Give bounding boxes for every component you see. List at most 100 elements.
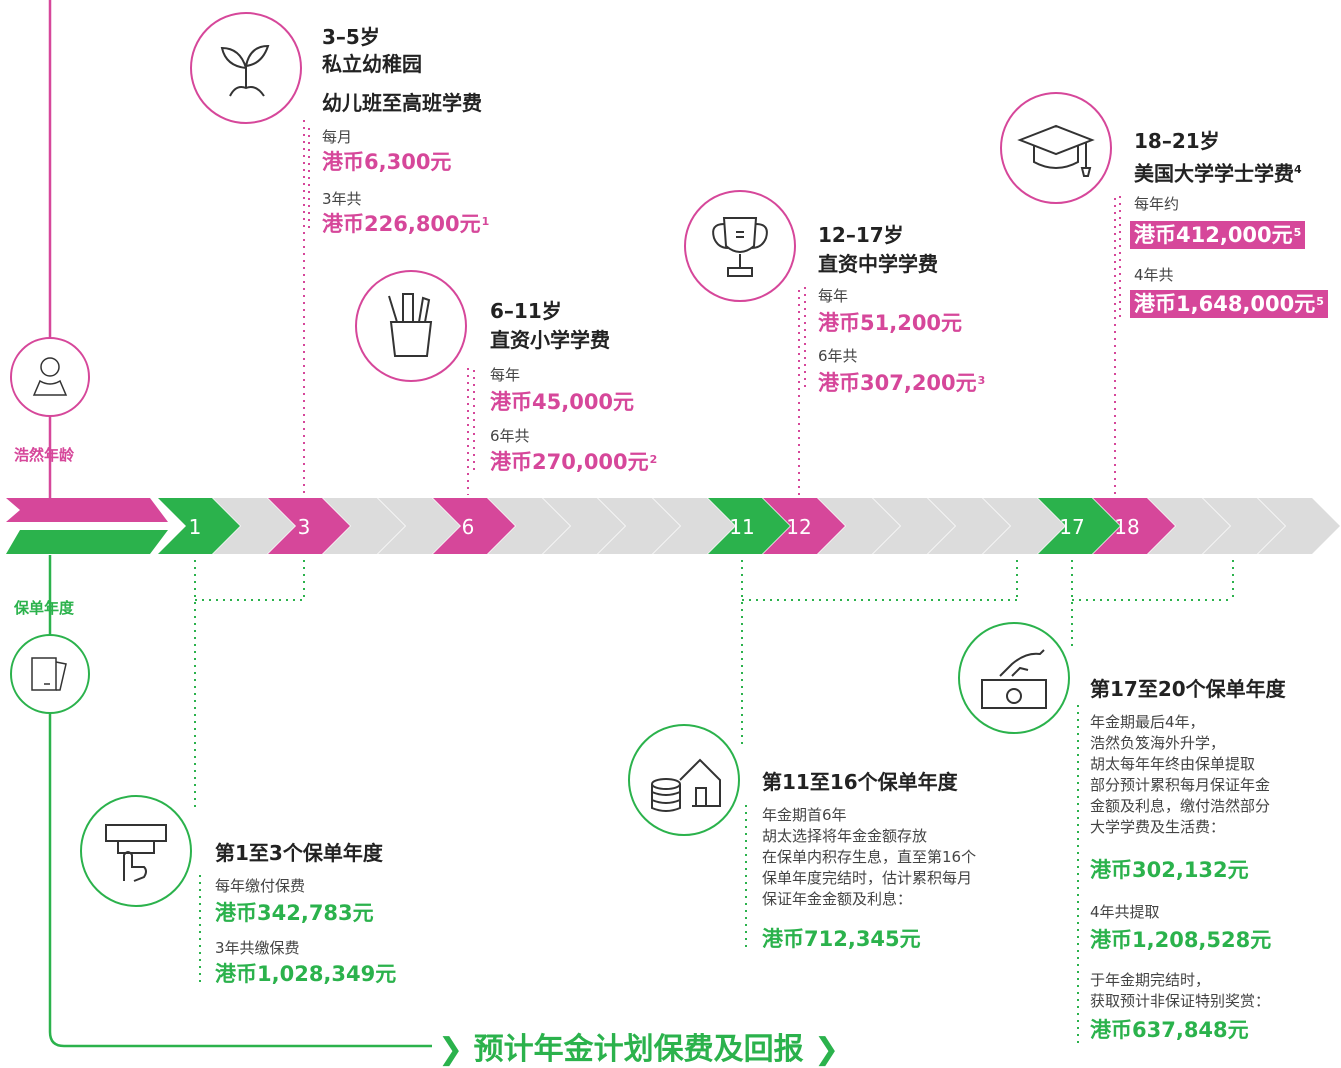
chevron-19 [1148, 498, 1230, 554]
policy-17-20-line: 浩然负笈海外升学， [1090, 734, 1226, 752]
marker-1: 1 [189, 515, 202, 539]
chevron-21 [1258, 498, 1340, 554]
chevron-right-icon: ❯ [814, 1032, 840, 1067]
marker-12: 12 [786, 515, 811, 539]
sprout-icon [190, 12, 302, 124]
chevron-16 [983, 498, 1065, 554]
chevron-11 [708, 498, 790, 554]
chevron-18 [1093, 498, 1175, 554]
footnote-2: 2 [649, 453, 658, 466]
house-coins-icon [628, 724, 740, 836]
policy-17-20-title: 第17至20个保单年度 [1090, 677, 1286, 701]
chevron-6 [433, 498, 515, 554]
chevron-8 [543, 498, 625, 554]
chevron-2 [213, 498, 295, 554]
footnote-5b: 5 [1316, 295, 1324, 308]
university-label1: 每年约 [1134, 195, 1180, 213]
hand-cash-icon [958, 622, 1070, 734]
chevron-9 [598, 498, 680, 554]
footnote-1: 1 [481, 215, 490, 228]
kindergarten-subtitle: 幼儿班至高班学费 [322, 91, 482, 115]
pencil-cup-icon [355, 270, 467, 382]
primary-label1: 每年 [490, 366, 521, 384]
chevron-10 [653, 498, 735, 554]
marker-18: 18 [1114, 515, 1139, 539]
policy-17-20-line: 部分预计累积每月保证年金 [1090, 776, 1271, 794]
timeline-bar: 1 3 6 11 12 17 18 [6, 498, 1340, 554]
trophy-icon [684, 190, 796, 302]
primary-label2: 6年共 [490, 427, 530, 445]
policy-17-20-label2: 4年共提取 [1090, 903, 1160, 921]
footnote-5a: 5 [1293, 226, 1302, 239]
secondary-title: 直资中学学费 [818, 252, 938, 276]
policy-1-3-amount1: 港币342,783元 [215, 901, 374, 925]
policy-11-16-line: 保单年度完结时，估计累积每月 [762, 869, 973, 887]
policy-17-20-amount2: 港币1,208,528元 [1090, 928, 1272, 952]
marker-6: 6 [462, 515, 475, 539]
kindergarten-label1: 每月 [322, 128, 353, 146]
policy-17-20-bonus-description: 于年金期完结时， 获取预计非保证特别奖赏： [1090, 970, 1270, 1012]
chevron-14 [873, 498, 955, 554]
policy-1-3-title: 第1至3个保单年度 [215, 841, 383, 865]
policy-17-20-amount3: 港币637,848元 [1090, 1018, 1249, 1042]
policy-year-label: 保单年度 [14, 599, 75, 617]
kindergarten-label2: 3年共 [322, 190, 362, 208]
policy-11-16-line: 胡太选择将年金金额存放 [762, 827, 928, 845]
footnote-3: 3 [977, 374, 986, 387]
primary-title: 直资小学学费 [490, 328, 610, 352]
policy-1-3-amount2: 港币1,028,349元 [215, 962, 397, 986]
chevron-13 [818, 498, 900, 554]
kindergarten-amount1: 港币6,300元 [322, 150, 452, 174]
chevron-1 [158, 498, 240, 554]
age-label: 浩然年龄 [14, 446, 75, 464]
secondary-amount1: 港币51,200元 [818, 311, 963, 335]
secondary-label2: 6年共 [818, 347, 858, 365]
person-icon [10, 337, 90, 417]
policy-11-16-title: 第11至16个保单年度 [762, 770, 958, 794]
card-payment-icon [80, 795, 192, 907]
policy-17-20-bonus-line: 获取预计非保证特别奖赏： [1090, 992, 1271, 1010]
chevron-17 [1038, 498, 1120, 554]
kindergarten-title: 私立幼稚园 [322, 52, 422, 76]
marker-11: 11 [729, 515, 754, 539]
policy-1-3-label1: 每年缴付保费 [215, 877, 306, 895]
policy-17-20-line: 大学学费及生活费： [1090, 818, 1226, 836]
graduation-cap-icon [1000, 92, 1112, 204]
policy-17-20-amount1: 港币302,132元 [1090, 858, 1249, 882]
kindergarten-amount2: 港币226,800元1 [322, 212, 490, 236]
footer-title-text: 预计年金计划保费及回报 [473, 1032, 804, 1067]
policy-11-16-line: 在保单内积存生息，直至第16个 [762, 848, 977, 866]
primary-age: 6–11岁 [490, 299, 562, 323]
university-amount1: 港币412,000元5 [1130, 221, 1306, 249]
chevron-4 [323, 498, 405, 554]
policy-11-16-description: 年金期首6年 胡太选择将年金金额存放 在保单内积存生息，直至第16个 保单年度完… [762, 805, 976, 910]
university-title: 美国大学学士学费4 [1134, 161, 1302, 186]
chevron-right-icon: ❯ [438, 1032, 464, 1067]
secondary-amount2: 港币307,200元3 [818, 371, 986, 395]
kindergarten-age: 3–5岁 [322, 25, 380, 49]
secondary-age: 12–17岁 [818, 223, 904, 247]
primary-amount1: 港币45,000元 [490, 390, 635, 414]
chevron-7 [488, 498, 570, 554]
policy-11-16-line: 年金期首6年 [762, 806, 847, 824]
university-label2: 4年共 [1134, 266, 1174, 284]
secondary-label1: 每年 [818, 287, 849, 305]
policy-17-20-line: 年金期最后4年， [1090, 713, 1205, 731]
chevron-3 [268, 498, 350, 554]
policy-11-16-line: 保证年金金额及利息： [762, 890, 913, 908]
policy-17-20-line: 金额及利息，缴付浩然部分 [1090, 797, 1271, 815]
marker-3: 3 [298, 515, 311, 539]
footnote-4: 4 [1294, 163, 1302, 176]
marker-17: 17 [1059, 515, 1084, 539]
university-amount2: 港币1,648,000元5 [1130, 290, 1328, 318]
primary-amount2: 港币270,000元2 [490, 450, 658, 474]
policy-17-20-line: 胡太每年年终由保单提取 [1090, 755, 1256, 773]
policy-17-20-bonus-line: 于年金期完结时， [1090, 971, 1211, 989]
documents-icon [10, 634, 90, 714]
chevron-5 [378, 498, 460, 554]
footer-title: ❯ 预计年金计划保费及回报 ❯ [438, 1024, 839, 1068]
policy-1-3-label2: 3年共缴保费 [215, 939, 300, 957]
chevron-12 [763, 498, 845, 554]
policy-17-20-description: 年金期最后4年， 浩然负笈海外升学， 胡太每年年终由保单提取 部分预计累积每月保… [1090, 712, 1270, 838]
